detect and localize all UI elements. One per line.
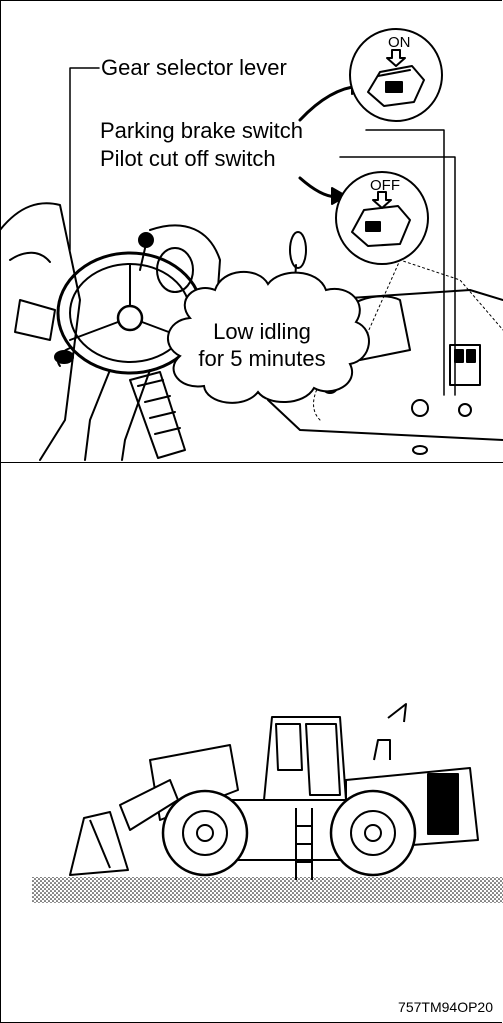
gear-selector-label: Gear selector lever: [101, 56, 287, 80]
cloud-line-1: Low idling: [165, 318, 359, 345]
figure-code: 757TM94OP20: [398, 999, 493, 1015]
cloud-line-2: for 5 minutes: [165, 345, 359, 372]
pilot-cut-off-label: Pilot cut off switch: [100, 147, 276, 171]
panel-divider: [0, 462, 503, 463]
off-inset-label: OFF: [370, 177, 400, 194]
parking-brake-label: Parking brake switch: [100, 119, 303, 143]
low-idling-cloud-text: Low idling for 5 minutes: [165, 318, 359, 372]
on-inset-label: ON: [388, 34, 411, 51]
